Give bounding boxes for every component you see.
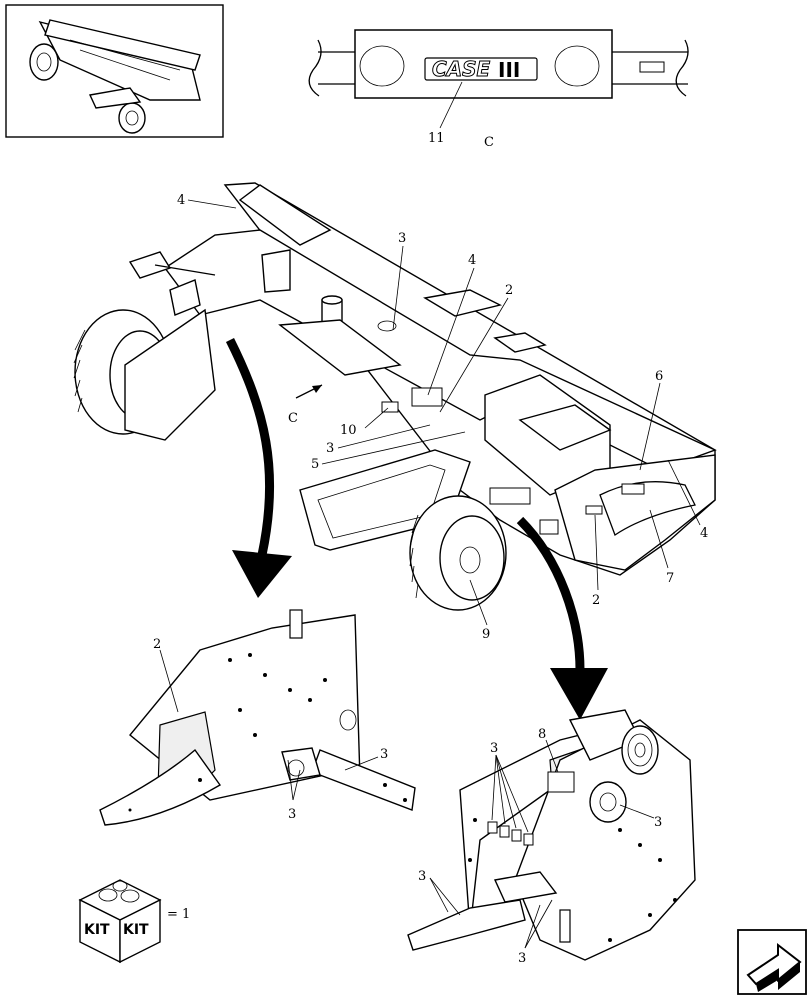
logo-text: CASE — [432, 57, 491, 81]
callout-6: 6 — [655, 369, 663, 384]
callout-7: 7 — [666, 571, 674, 586]
callout-3-right-detail-top: 3 — [490, 741, 498, 756]
callout-4-top-left: 4 — [177, 193, 185, 208]
callout-2-center: 2 — [505, 283, 513, 298]
callout-5: 5 — [311, 457, 319, 472]
callout-3-right-detail-left: 3 — [418, 869, 426, 884]
callout-3-left-detail-bottom: 3 — [288, 807, 296, 822]
next-page-arrow-icon[interactable] — [737, 929, 807, 995]
right-detail-callouts: 3 8 3 3 3 — [418, 727, 662, 966]
kit-label-left: KIT — [84, 922, 110, 938]
callout-3-mid: 3 — [326, 441, 334, 456]
detail-c-label: C — [484, 135, 494, 150]
kit-box-icon: KIT KIT — [78, 879, 162, 964]
callout-3-right-detail-bottom: 3 — [518, 951, 526, 966]
callout-4-center: 4 — [468, 253, 476, 268]
callout-10: 10 — [340, 423, 357, 438]
case-ih-logo: CASE III — [424, 57, 538, 82]
detail-arrows — [225, 337, 608, 720]
left-detail-callouts: 2 3 3 — [153, 637, 388, 822]
case-decal-detail: CASE III 11 C — [308, 29, 689, 150]
left-shield-detail — [99, 609, 416, 826]
callout-8: 8 — [538, 727, 546, 742]
callout-2-right: 2 — [592, 593, 600, 608]
callout-3-right-detail-pulley: 3 — [654, 815, 662, 830]
callout-2-left-detail: 2 — [153, 637, 161, 652]
callout-9: 9 — [482, 627, 490, 642]
drive-shield-detail — [407, 709, 696, 961]
main-view-callouts: 4 3 4 2 10 3 5 6 4 7 2 9 — [177, 193, 708, 642]
callout-11: 11 — [428, 131, 445, 146]
callout-4-right: 4 — [700, 526, 708, 541]
callout-3-left-detail-right: 3 — [380, 747, 388, 762]
kit-label-right: KIT — [123, 922, 149, 938]
logo-mark: III — [498, 58, 520, 82]
callout-3-top: 3 — [398, 231, 406, 246]
main-view-c-label: C — [288, 411, 298, 426]
machine-overview-thumbnail — [5, 4, 224, 138]
kit-quantity: = 1 — [167, 907, 190, 922]
main-machine-view: C — [73, 182, 717, 611]
